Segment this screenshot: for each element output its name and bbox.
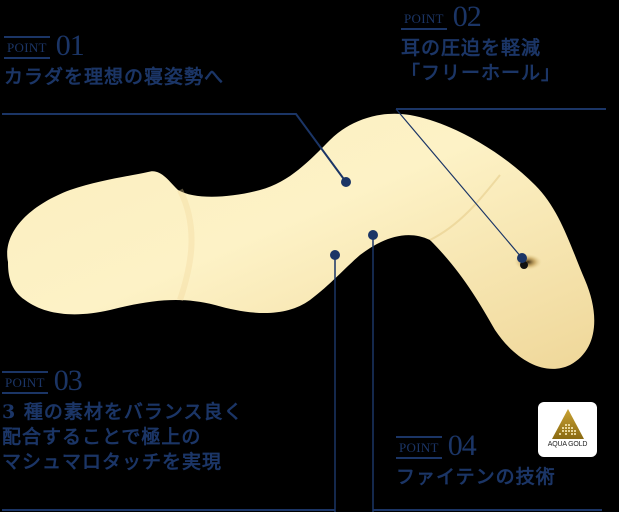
point-02-label: POINT bbox=[401, 9, 447, 30]
point-01-label: POINT bbox=[4, 36, 50, 59]
point-04-line-1: ファイテンの技術 bbox=[396, 466, 556, 488]
point-04-number: 04 bbox=[447, 429, 477, 462]
point-02-text: 耳の圧迫を軽減 「フリーホール」 bbox=[401, 36, 561, 86]
badge-label: AQUA GOLD bbox=[547, 441, 588, 448]
point-01-number: 01 bbox=[55, 29, 85, 62]
point-03-heading: POINT 03 bbox=[2, 364, 243, 397]
point-03: POINT 03 3 種の素材をバランス良く 配合することで極上の マシュマロタ… bbox=[2, 364, 243, 475]
point-03-number: 03 bbox=[53, 364, 83, 397]
leader-line-01 bbox=[2, 113, 347, 183]
marker-04 bbox=[368, 230, 378, 240]
point-01-heading: POINT 01 bbox=[4, 29, 224, 62]
point-04-label: POINT bbox=[396, 436, 442, 459]
point-01-text: カラダを理想の寝姿勢へ bbox=[4, 65, 224, 90]
point-02: POINT 02 耳の圧迫を軽減 「フリーホール」 bbox=[401, 0, 561, 86]
point-03-label: POINT bbox=[2, 371, 48, 394]
pillow-contour bbox=[177, 188, 195, 301]
aqua-gold-badge: AQUA GOLD bbox=[538, 402, 597, 457]
point-03-line-3: マシュマロタッチを実現 bbox=[2, 451, 223, 473]
pillow-shape bbox=[7, 113, 595, 369]
leader-line-02 bbox=[395, 108, 523, 259]
point-02-heading: POINT 02 bbox=[401, 0, 561, 33]
point-02-line-1: 耳の圧迫を軽減 bbox=[401, 37, 542, 59]
pillow-crease bbox=[429, 174, 501, 241]
marker-02 bbox=[517, 253, 527, 263]
point-02-number: 02 bbox=[452, 0, 482, 33]
marker-03 bbox=[330, 250, 340, 260]
point-02-line-2: 「フリーホール」 bbox=[401, 62, 562, 84]
point-04-heading: POINT 04 bbox=[396, 429, 556, 462]
point-03-line-2: 配合することで極上の bbox=[2, 426, 202, 448]
point-03-text: 3 種の素材をバランス良く 配合することで極上の マシュマロタッチを実現 bbox=[2, 400, 243, 475]
point-01-line-1: カラダを理想の寝姿勢へ bbox=[4, 66, 225, 88]
point-01: POINT 01 カラダを理想の寝姿勢へ bbox=[4, 29, 224, 90]
marker-01 bbox=[341, 177, 351, 187]
aqua-gold-triangle-icon bbox=[551, 409, 584, 439]
point-04: POINT 04 ファイテンの技術 bbox=[396, 429, 556, 490]
point-04-text: ファイテンの技術 bbox=[396, 465, 556, 490]
point-03-line-1: 3 種の素材をバランス良く bbox=[2, 401, 244, 423]
